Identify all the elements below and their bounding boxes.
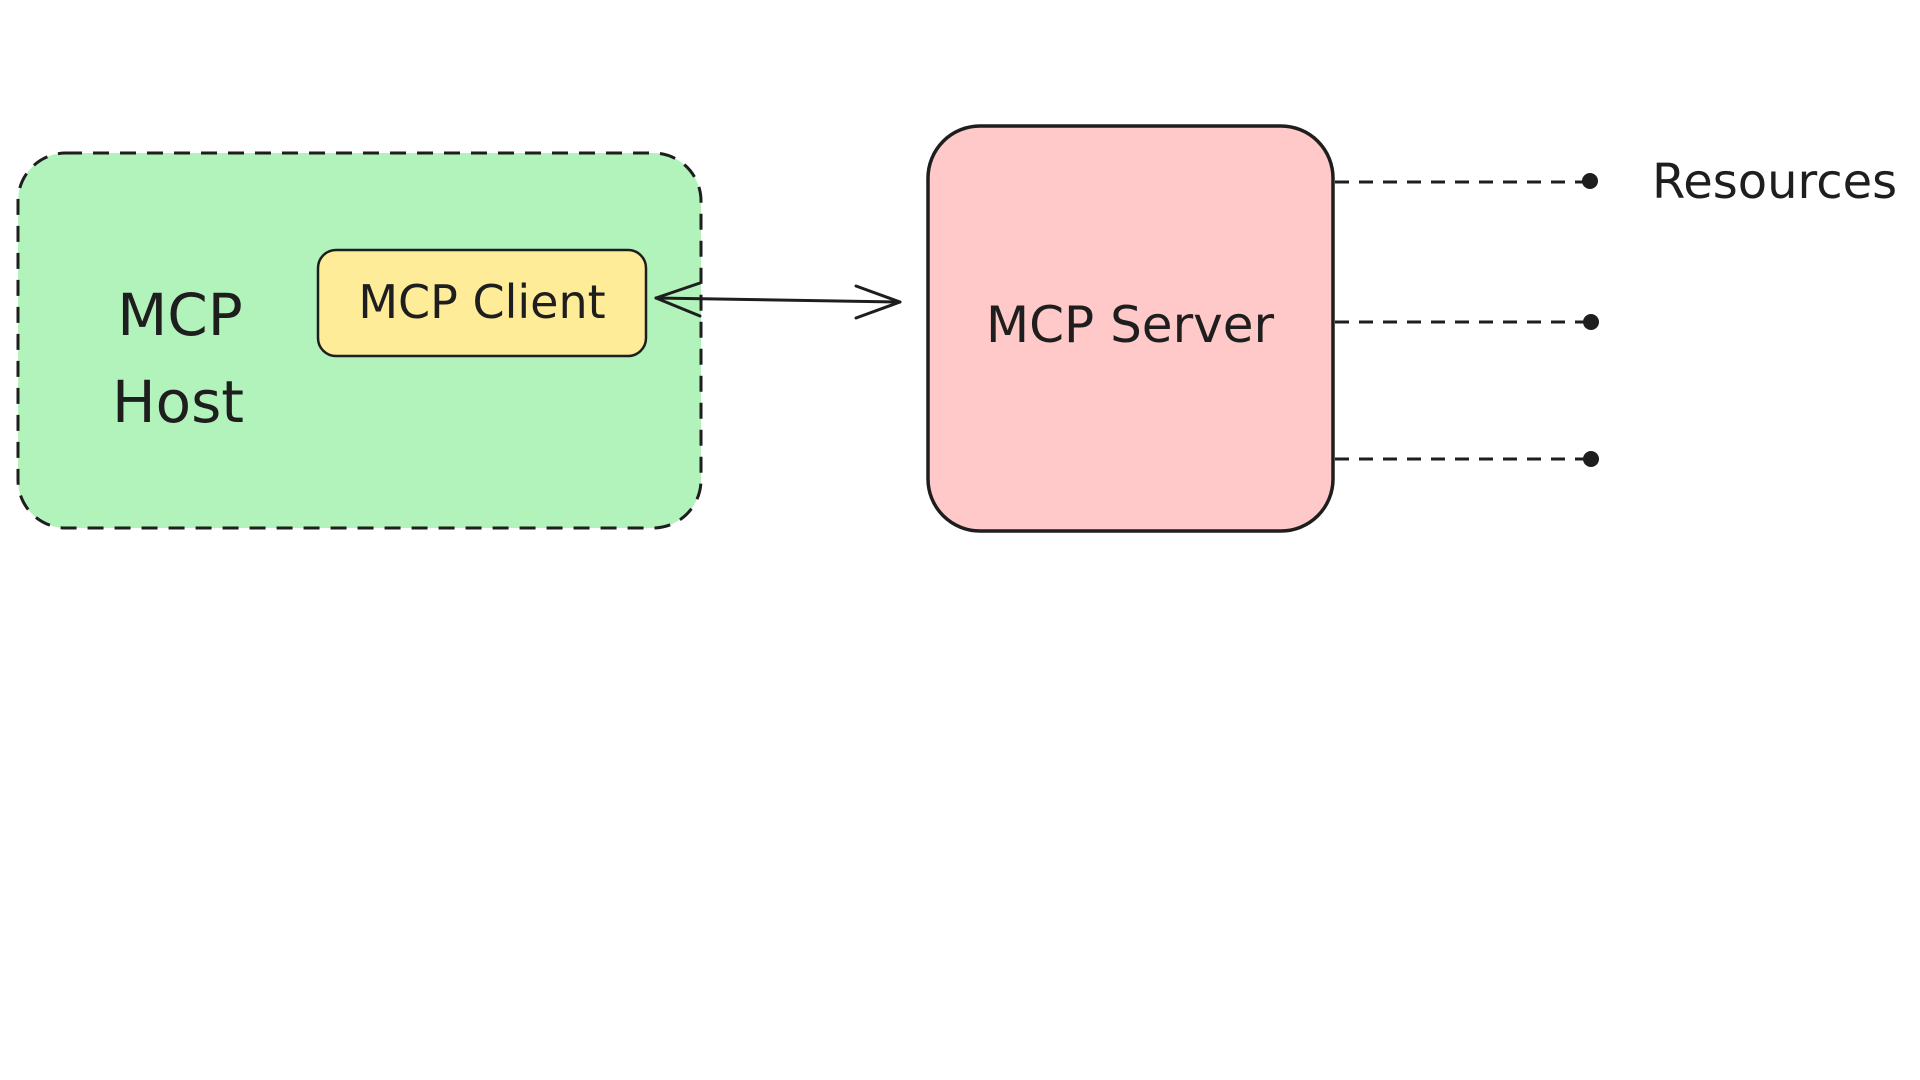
mcp-server-box[interactable] <box>926 124 1335 533</box>
mcp-server-group[interactable]: MCP Server <box>926 124 1335 533</box>
arrow-line <box>654 296 902 304</box>
connector-label-resources: Resources <box>1652 154 1897 210</box>
connector-1: Resources <box>1335 154 1897 210</box>
mcp-client-label: MCP Client <box>358 275 605 329</box>
mcp-host-label-line1: MCP <box>117 281 243 349</box>
connector-dot-3 <box>1583 451 1599 467</box>
mcp-server-label: MCP Server <box>986 296 1275 354</box>
mcp-client-group[interactable]: MCP Client <box>316 248 648 358</box>
connector-dot-1 <box>1582 173 1598 189</box>
client-server-arrow <box>654 281 902 320</box>
arrow-head-left <box>654 281 702 318</box>
arrow-head-right <box>854 284 902 320</box>
mcp-host-label-line2: Host <box>112 368 244 436</box>
connector-dot-2 <box>1583 314 1599 330</box>
connector-3 <box>1335 451 1599 467</box>
server-connectors: Resources <box>1335 154 1897 467</box>
connector-2 <box>1335 314 1599 330</box>
mcp-client-box[interactable] <box>316 248 648 358</box>
